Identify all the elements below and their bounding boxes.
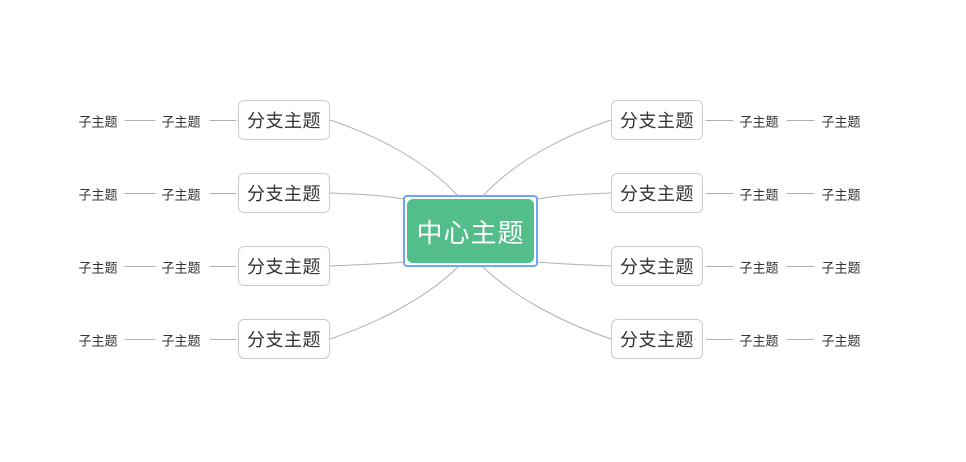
subtopic-label[interactable]: 子主题 [78, 260, 118, 276]
root-selection-frame: 中心主题 [403, 195, 538, 267]
connector-curve [329, 119, 459, 197]
subtopic-label[interactable]: 子主题 [821, 260, 861, 276]
connector-curve [482, 266, 612, 340]
subtopic-label[interactable]: 子主题 [739, 260, 779, 276]
branch-topic-left-3[interactable]: 分支主题 [238, 246, 330, 286]
subtopic-label[interactable]: 子主题 [78, 114, 118, 130]
subtopic-label[interactable]: 子主题 [78, 187, 118, 203]
subtopic-label[interactable]: 子主题 [78, 333, 118, 349]
branch-topic-left-2[interactable]: 分支主题 [238, 173, 330, 213]
subtopic-label[interactable]: 子主题 [821, 114, 861, 130]
subtopic-label[interactable]: 子主题 [739, 114, 779, 130]
branch-topic-right-3[interactable]: 分支主题 [611, 246, 703, 286]
connector-curve [536, 192, 612, 200]
subtopic-label[interactable]: 子主题 [739, 187, 779, 203]
connector-curve [329, 261, 405, 267]
branch-topic-right-1[interactable]: 分支主题 [611, 100, 703, 140]
connector-curve [536, 261, 612, 267]
subtopic-label[interactable]: 子主题 [821, 187, 861, 203]
subtopic-label[interactable]: 子主题 [821, 333, 861, 349]
subtopic-label[interactable]: 子主题 [739, 333, 779, 349]
subtopic-label[interactable]: 子主题 [161, 260, 201, 276]
root-topic[interactable]: 中心主题 [407, 199, 534, 263]
branch-topic-right-2[interactable]: 分支主题 [611, 173, 703, 213]
connector-curve [482, 119, 612, 197]
subtopic-label[interactable]: 子主题 [161, 114, 201, 130]
branch-topic-right-4[interactable]: 分支主题 [611, 319, 703, 359]
connector-curve [329, 266, 459, 340]
subtopic-label[interactable]: 子主题 [161, 187, 201, 203]
subtopic-label[interactable]: 子主题 [161, 333, 201, 349]
branch-topic-left-4[interactable]: 分支主题 [238, 319, 330, 359]
branch-topic-left-1[interactable]: 分支主题 [238, 100, 330, 140]
connector-curve [329, 192, 405, 200]
